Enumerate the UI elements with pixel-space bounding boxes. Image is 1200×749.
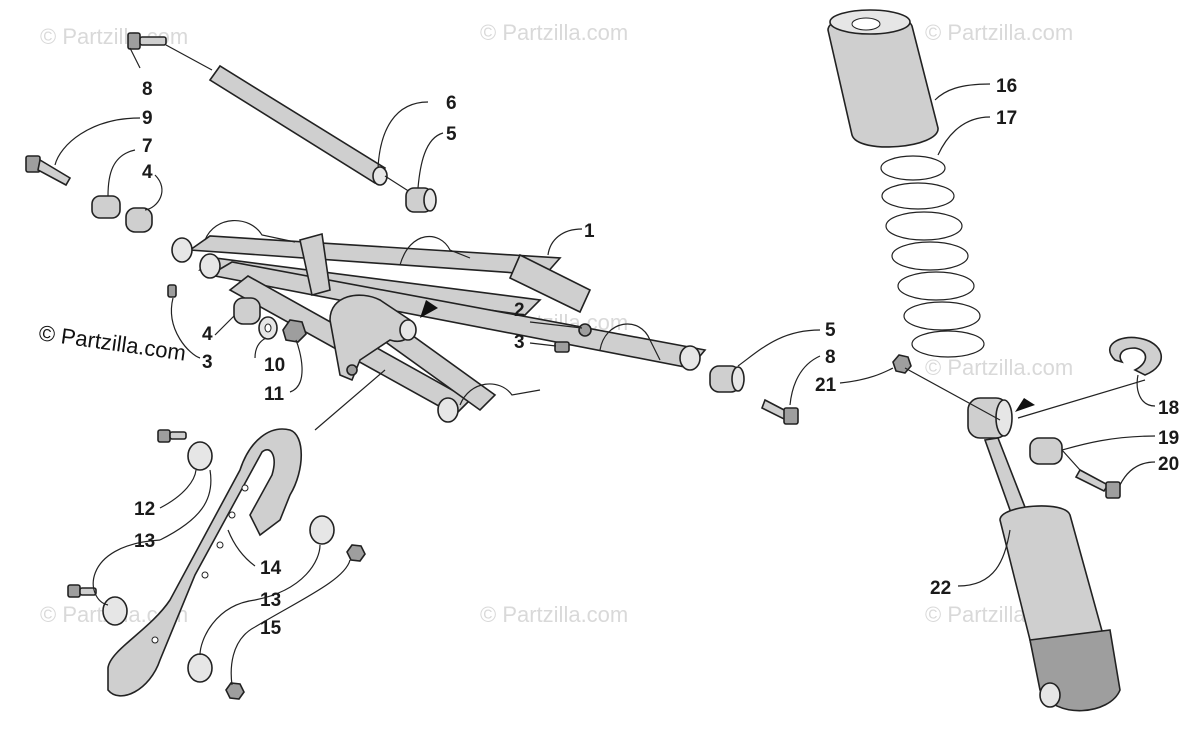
swing-arm-part-1 bbox=[171, 220, 707, 423]
callout-8: 8 bbox=[825, 347, 836, 368]
callout-13: 13 bbox=[260, 590, 281, 611]
callout-18: 18 bbox=[1158, 398, 1179, 419]
watermark: © Partzilla.com bbox=[925, 20, 1073, 45]
grease-fitting-part-3 bbox=[167, 284, 177, 298]
washer-part-13 bbox=[187, 653, 213, 683]
callout-17: 17 bbox=[996, 108, 1017, 129]
bushing-part-5 bbox=[405, 187, 437, 213]
callout-3: 3 bbox=[202, 352, 213, 373]
callout-5: 5 bbox=[446, 124, 457, 145]
watermark: © Partzilla.com bbox=[925, 355, 1073, 380]
callout-7: 7 bbox=[142, 136, 153, 157]
pivot-shaft-part-6 bbox=[208, 64, 388, 186]
washer-part-13 bbox=[102, 596, 128, 626]
bushing-part-4 bbox=[125, 207, 153, 233]
bolt-part-12 bbox=[157, 429, 187, 443]
callout-15: 15 bbox=[260, 618, 282, 639]
spacer-part-19 bbox=[1029, 437, 1063, 465]
shock-absorber-part-22 bbox=[967, 397, 1121, 712]
bolt-part-9 bbox=[25, 155, 72, 187]
snap-ring-part-18 bbox=[1108, 336, 1163, 376]
arrow-indicator bbox=[1015, 398, 1035, 412]
callout-21: 21 bbox=[815, 375, 837, 396]
callout-8: 8 bbox=[142, 79, 153, 100]
callout-2: 2 bbox=[514, 300, 525, 321]
callout-16: 16 bbox=[996, 76, 1017, 97]
callout-20: 20 bbox=[1158, 454, 1179, 475]
spacer-part-7 bbox=[91, 195, 121, 219]
bolt-part-20 bbox=[1074, 468, 1121, 499]
nut-part-15 bbox=[346, 544, 366, 562]
callout-14: 14 bbox=[260, 558, 282, 579]
nut-part-15 bbox=[225, 682, 245, 700]
limiter-strap-part-14 bbox=[107, 428, 302, 697]
callout-9: 9 bbox=[142, 108, 153, 129]
callout-22: 22 bbox=[930, 578, 951, 599]
callout-13: 13 bbox=[134, 531, 155, 552]
callout-10: 10 bbox=[264, 355, 285, 376]
copyright-label: © Partzilla.com bbox=[37, 320, 187, 365]
callout-3: 3 bbox=[514, 332, 525, 353]
callout-4: 4 bbox=[202, 324, 213, 345]
watermark: © Partzilla.com bbox=[480, 602, 628, 627]
bolt-part-12 bbox=[67, 584, 97, 598]
callout-19: 19 bbox=[1158, 428, 1179, 449]
bolt-part-8 bbox=[127, 32, 167, 50]
callout-12: 12 bbox=[134, 499, 155, 520]
nut-part-11 bbox=[282, 319, 307, 343]
callout-1: 1 bbox=[584, 221, 595, 242]
bushing-part-4 bbox=[233, 297, 261, 325]
arrow-indicator bbox=[420, 300, 438, 318]
leader-lines bbox=[54, 47, 1156, 686]
callout-5: 5 bbox=[825, 320, 836, 341]
callout-6: 6 bbox=[446, 93, 457, 114]
washer-part-13 bbox=[309, 515, 335, 545]
coil-spring-part-17 bbox=[880, 155, 985, 358]
washer-part-13 bbox=[187, 441, 213, 471]
callout-labels: 1 2 3 3 4 4 5 5 6 7 8 8 9 10 11 12 13 13… bbox=[134, 76, 1179, 639]
grease-fitting-part-2 bbox=[578, 323, 592, 337]
bolt-part-8 bbox=[760, 398, 799, 425]
bump-stop-part-16 bbox=[827, 9, 939, 148]
washer-part-10 bbox=[258, 316, 278, 340]
grease-fitting-part-3 bbox=[554, 341, 570, 353]
watermark: © Partzilla.com bbox=[480, 20, 628, 45]
bushing-part-5 bbox=[709, 365, 745, 393]
callout-4: 4 bbox=[142, 162, 153, 183]
callout-11: 11 bbox=[264, 384, 285, 405]
